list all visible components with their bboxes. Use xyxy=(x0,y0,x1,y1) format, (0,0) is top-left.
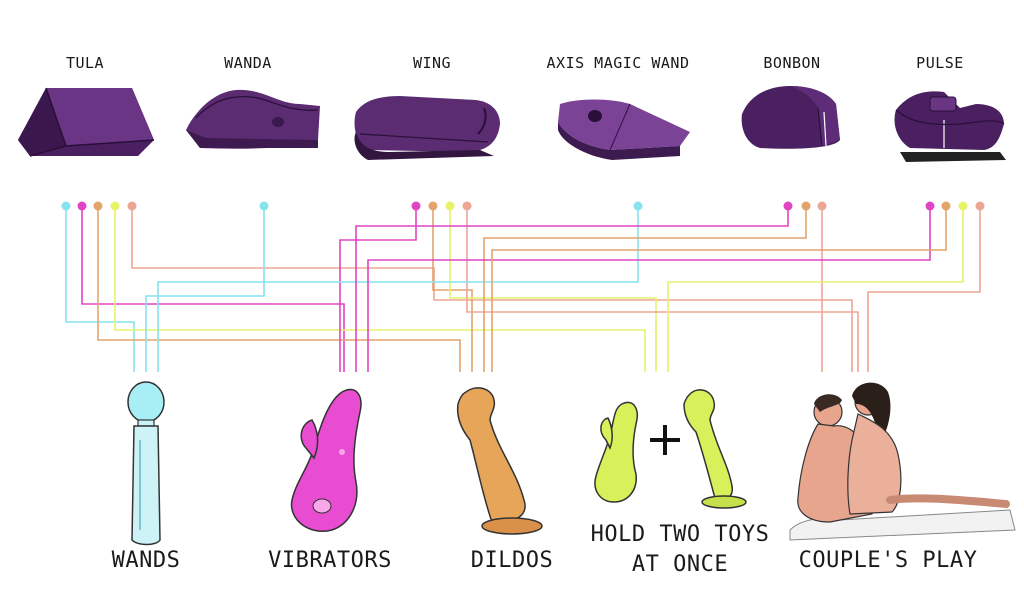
line-tula-dildos xyxy=(97,206,461,372)
dot-tula-salmon xyxy=(127,201,137,211)
dot-bonbon-magenta xyxy=(783,201,793,211)
connector-dots xyxy=(61,201,985,211)
line-wing-dildos xyxy=(432,206,473,372)
line-pulse-two-toys xyxy=(667,206,964,372)
label-couples-play: COUPLE'S PLAY xyxy=(798,548,978,573)
line-wing-two-toys xyxy=(449,206,657,372)
label-hold-two-toys-line1: HOLD TWO TOYS xyxy=(590,522,770,547)
dot-tula-lime xyxy=(110,201,120,211)
couple-illustration xyxy=(789,382,1016,541)
cushion-wanda xyxy=(186,89,320,149)
line-pulse-vibrators xyxy=(367,206,931,372)
dot-pulse-orange xyxy=(941,201,951,211)
dot-pulse-magenta xyxy=(925,201,935,211)
dot-wing-orange xyxy=(428,201,438,211)
line-bonbon-vibrators xyxy=(355,206,789,372)
cushion-pulse xyxy=(894,91,1006,162)
connection-lines xyxy=(65,206,981,372)
line-tula-wands xyxy=(65,206,135,372)
two-toys-illustration xyxy=(594,389,747,509)
label-tula: TULA xyxy=(65,54,105,72)
line-bonbon-dildos xyxy=(483,206,807,372)
dot-wing-lime xyxy=(445,201,455,211)
cushion-wing xyxy=(354,96,500,160)
line-wing-couples xyxy=(466,206,859,372)
line-pulse-couples xyxy=(867,206,981,372)
dot-wanda-cyan xyxy=(259,201,269,211)
dot-tula-cyan xyxy=(61,201,71,211)
label-wanda: WANDA xyxy=(224,54,272,72)
dot-pulse-salmon xyxy=(975,201,985,211)
label-axis-magic-wand: AXIS MAGIC WAND xyxy=(546,54,690,72)
label-wing: WING xyxy=(412,54,452,72)
label-pulse: PULSE xyxy=(916,54,964,72)
label-vibrators: VIBRATORS xyxy=(268,548,392,573)
line-wanda-wands xyxy=(145,206,265,372)
cushion-bonbon xyxy=(741,86,840,149)
vibrator-illustration xyxy=(290,388,362,532)
wand-illustration xyxy=(127,381,165,546)
dot-wing-magenta xyxy=(411,201,421,211)
dildo-illustration xyxy=(456,387,543,535)
dot-wing-salmon xyxy=(462,201,472,211)
label-hold-two-toys: HOLD TWO TOYS AT ONCE xyxy=(591,520,770,580)
line-axis-wands xyxy=(157,206,639,372)
line-tula-two-toys xyxy=(114,206,646,372)
dot-bonbon-orange xyxy=(801,201,811,211)
dot-tula-orange xyxy=(93,201,103,211)
dot-axis-cyan xyxy=(633,201,643,211)
label-hold-two-toys-line2: AT ONCE xyxy=(631,552,729,577)
line-wing-vibrators xyxy=(339,206,417,372)
label-bonbon: BONBON xyxy=(763,54,821,72)
label-wands: WANDS xyxy=(111,548,181,573)
dot-bonbon-salmon xyxy=(817,201,827,211)
dot-pulse-lime xyxy=(958,201,968,211)
dot-tula-magenta xyxy=(77,201,87,211)
cushion-tula xyxy=(18,87,155,157)
cushion-axis-magic-wand xyxy=(558,99,690,160)
line-tula-vibrators xyxy=(81,206,345,372)
label-dildos: DILDOS xyxy=(470,548,554,573)
line-pulse-dildos xyxy=(491,206,947,372)
